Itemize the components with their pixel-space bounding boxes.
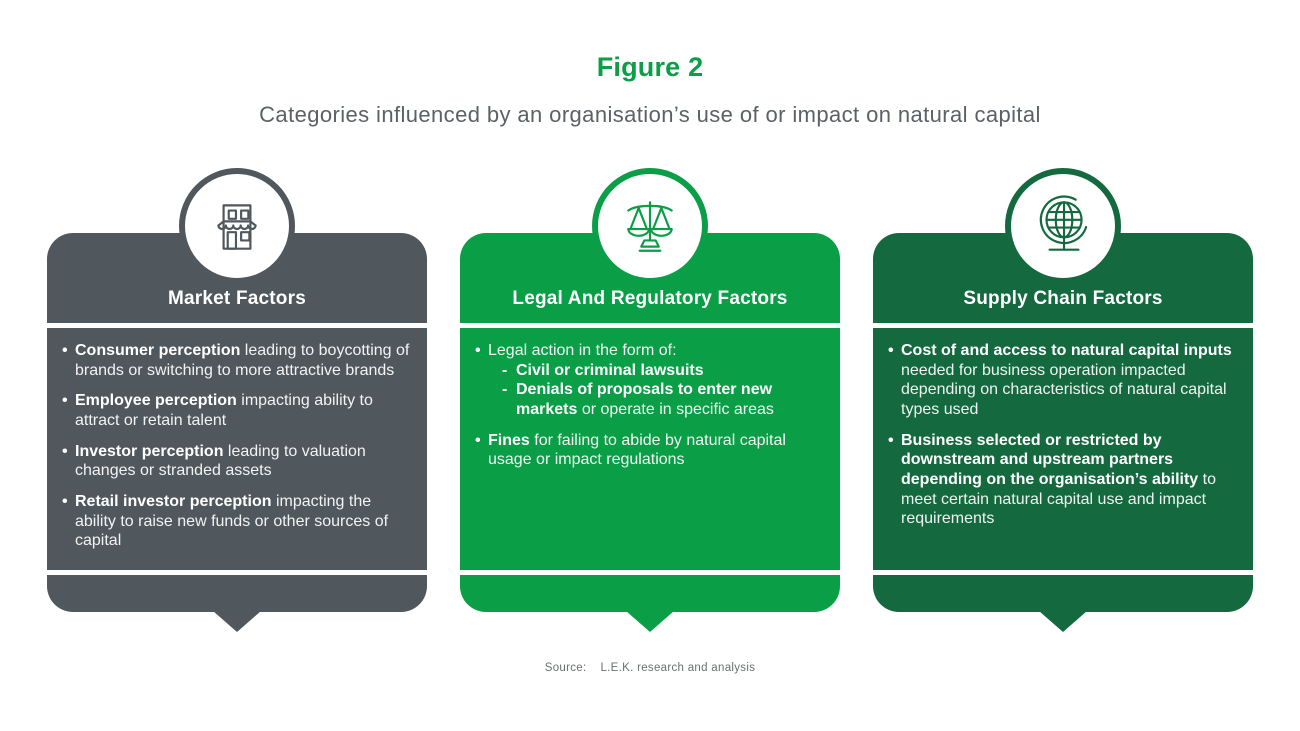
bullet-item: Investor perception leading to valuation… bbox=[62, 442, 415, 481]
card-footer bbox=[873, 575, 1253, 612]
bullet-item: Consumer perception leading to boycottin… bbox=[62, 341, 415, 380]
card-title: Market Factors bbox=[168, 288, 306, 309]
bullet-item: Retail investor perception impacting the… bbox=[62, 492, 415, 551]
card-footer bbox=[47, 575, 427, 612]
sub-bullet-item: Civil or criminal lawsuits bbox=[500, 361, 828, 381]
bullet-list: Legal action in the form of:Civil or cri… bbox=[475, 341, 828, 470]
globe-icon-badge bbox=[1005, 168, 1121, 284]
source-text: L.E.K. research and analysis bbox=[600, 662, 756, 674]
bullet-list: Cost of and access to natural capital in… bbox=[888, 341, 1241, 529]
storefront-icon-badge bbox=[179, 168, 295, 284]
bullet-item: Fines for failing to abide by natural ca… bbox=[475, 431, 828, 470]
source-label: Source: bbox=[544, 662, 587, 674]
bullet-item: Employee perception impacting ability to… bbox=[62, 391, 415, 430]
bullet-list: Consumer perception leading to boycottin… bbox=[62, 341, 415, 551]
scales-of-justice-icon bbox=[627, 201, 673, 252]
card-body: Legal action in the form of:Civil or cri… bbox=[460, 328, 840, 570]
bullet-item: Cost of and access to natural capital in… bbox=[888, 341, 1241, 420]
figure-label: Figure 2 bbox=[596, 52, 704, 82]
globe-icon bbox=[1039, 195, 1088, 251]
card-body: Consumer perception leading to boycottin… bbox=[47, 328, 427, 570]
card-supply-chain-factors: Supply Chain Factors Cost of and access … bbox=[873, 168, 1253, 634]
card-market-factors: Market Factors Consumer perception leadi… bbox=[47, 168, 427, 634]
card-pointer-arrow bbox=[1039, 611, 1087, 632]
card-pointer-arrow bbox=[626, 611, 674, 632]
card-title: Legal And Regulatory Factors bbox=[512, 288, 788, 309]
source-note: Source: L.E.K. research and analysis bbox=[0, 662, 1300, 674]
card-body: Cost of and access to natural capital in… bbox=[873, 328, 1253, 570]
bullet-item: Legal action in the form of:Civil or cri… bbox=[475, 341, 828, 420]
card-pointer-arrow bbox=[213, 611, 261, 632]
figure-title: Categories influenced by an organisation… bbox=[259, 102, 1041, 127]
sub-bullet-item: Denials of proposals to enter new market… bbox=[500, 380, 828, 419]
card-footer bbox=[460, 575, 840, 612]
card-title: Supply Chain Factors bbox=[963, 288, 1163, 309]
storefront-icon bbox=[217, 204, 257, 250]
bullet-item: Business selected or restricted by downs… bbox=[888, 431, 1241, 529]
scales-of-justice-icon-badge bbox=[592, 168, 708, 284]
card-legal-regulatory-factors: Legal And Regulatory Factors Legal actio… bbox=[460, 168, 840, 634]
